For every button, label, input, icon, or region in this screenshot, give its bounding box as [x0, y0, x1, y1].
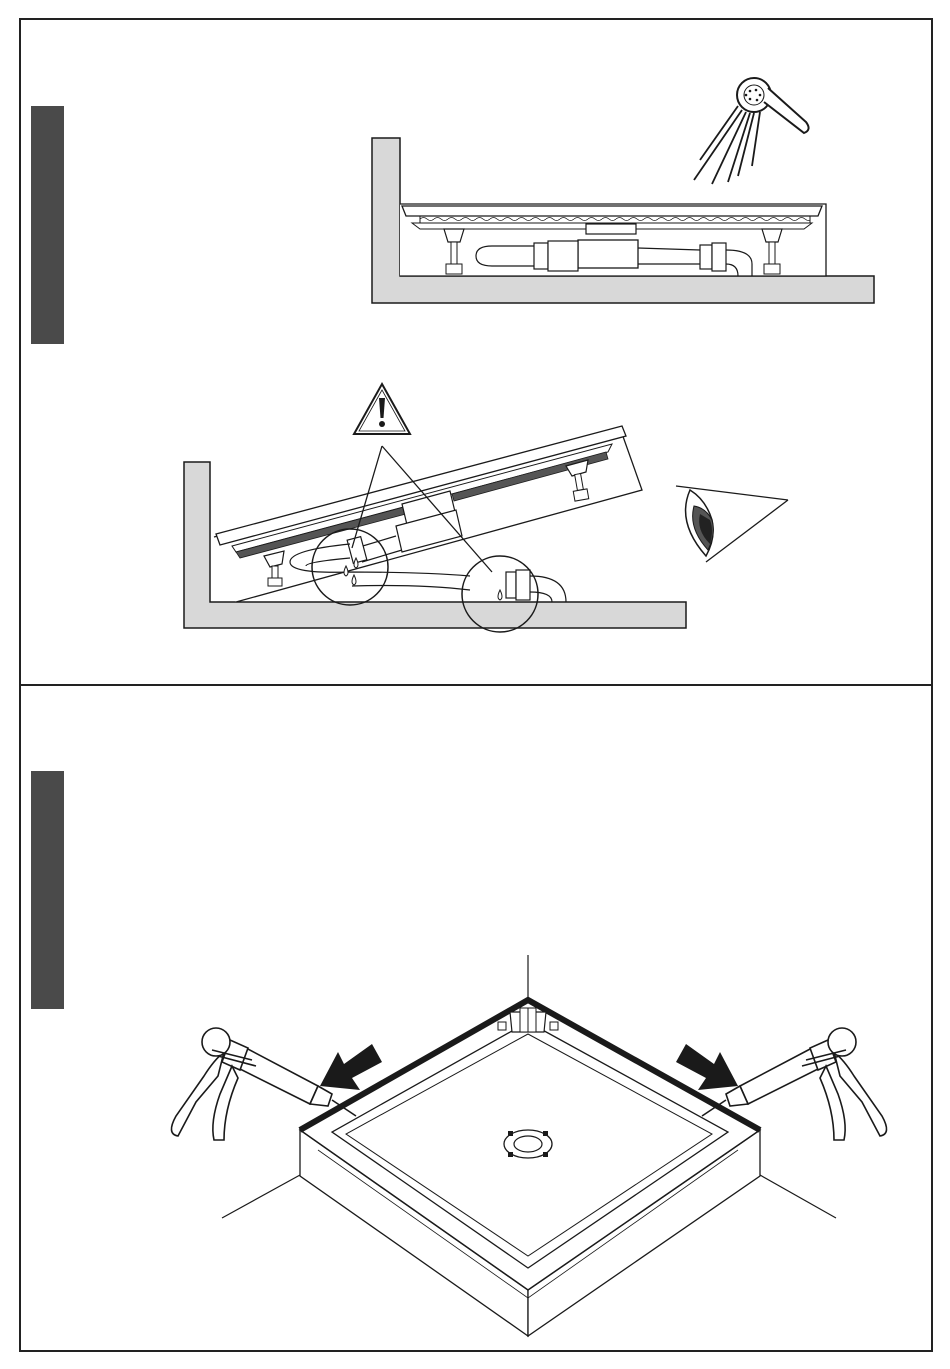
- leveled-shower-tray: [372, 138, 874, 303]
- drain-icon: [504, 1130, 552, 1158]
- corner-shower-tray: [222, 955, 836, 1336]
- tilted-shower-tray: [184, 426, 686, 632]
- inspection-eye-icon: [676, 486, 788, 562]
- arrow-left: [320, 1044, 382, 1090]
- arrow-right: [676, 1044, 738, 1090]
- shower-head-icon: [694, 78, 809, 184]
- warning-triangle-icon: [354, 384, 410, 434]
